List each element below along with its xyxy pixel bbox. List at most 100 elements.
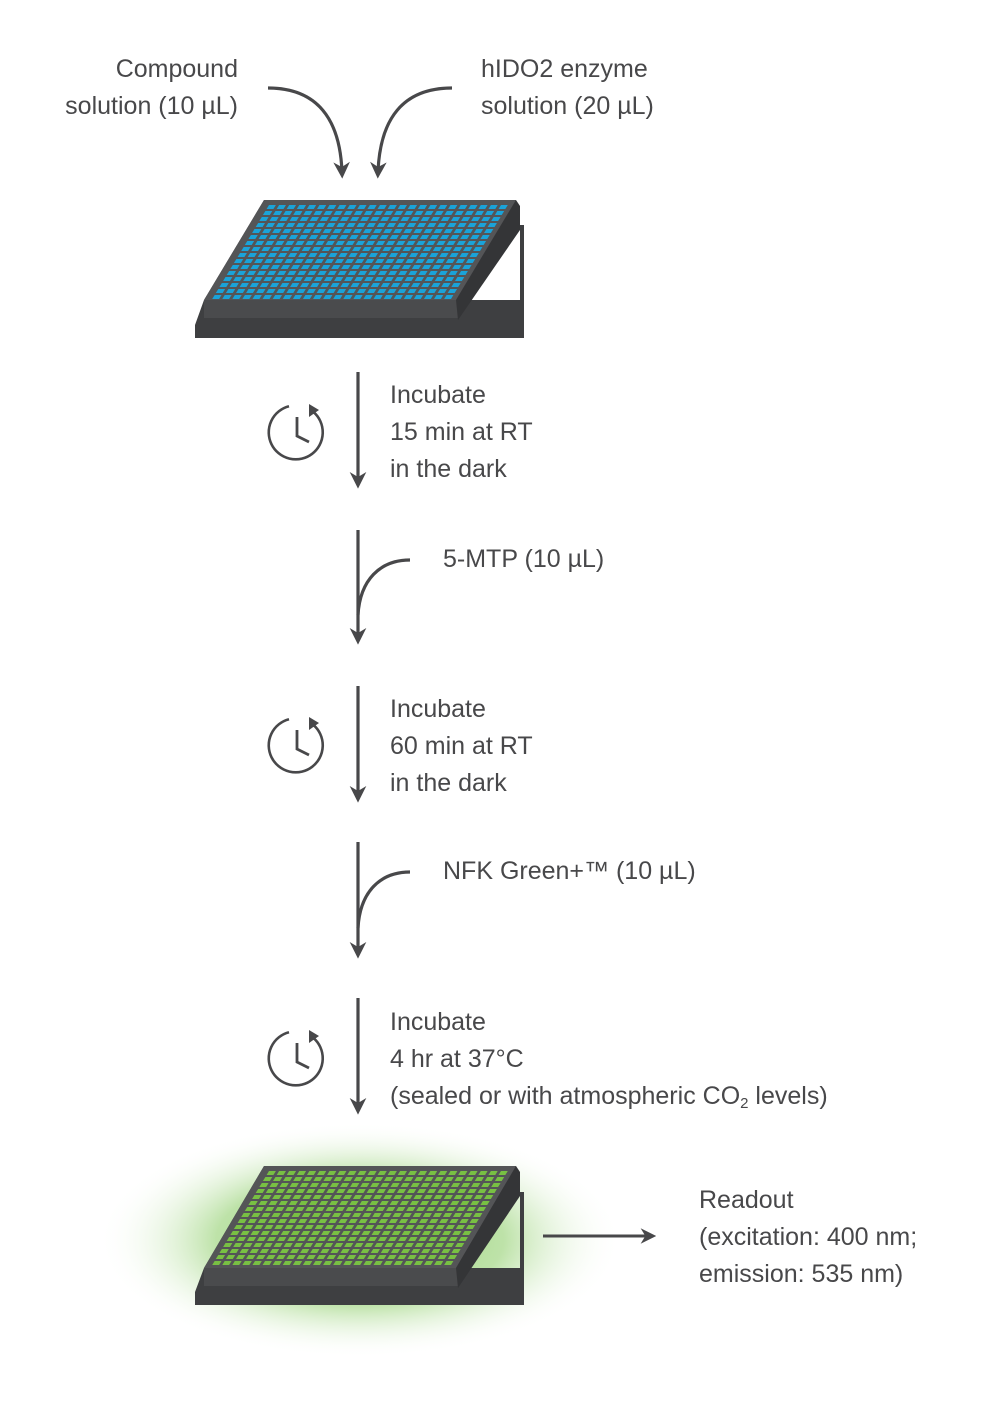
well [278,235,288,239]
well [488,205,498,209]
well [437,1255,447,1259]
well [310,1249,320,1253]
well [444,1243,455,1247]
arrow-add-2-curve [356,870,411,929]
well [440,1183,451,1187]
well [322,229,332,233]
well [380,1249,391,1253]
well [313,277,324,281]
well [270,265,280,269]
well [324,1225,334,1229]
well [367,289,377,293]
well [411,1249,421,1253]
well [383,229,393,233]
well [346,223,356,227]
well [400,283,411,287]
well [455,277,465,281]
well [222,1261,232,1265]
readout-line1: Readout [699,1186,794,1214]
well [478,1171,488,1175]
well [463,1195,474,1199]
well [430,1183,441,1187]
well [240,1231,250,1235]
well [434,1243,445,1247]
well [360,1249,370,1253]
well [262,1177,273,1181]
well [271,247,281,251]
well [458,271,468,275]
well [452,1231,462,1235]
well [321,265,331,269]
well [383,1195,393,1199]
well [321,247,332,251]
well [438,205,448,209]
well [316,223,326,227]
well [323,277,334,281]
well [267,1219,278,1223]
well [413,295,424,299]
well [286,1255,296,1259]
well [332,229,343,233]
well [285,241,295,245]
well [226,1237,236,1241]
well [249,1249,259,1253]
well [311,247,322,251]
well [427,1255,437,1259]
well [277,1237,287,1241]
well [290,265,301,269]
well [395,259,405,263]
well [421,265,432,269]
well [254,259,264,263]
well [285,1189,296,1193]
well [498,1171,508,1175]
well [364,1243,374,1247]
well [308,1219,318,1223]
well [313,1177,323,1181]
well [439,1219,449,1223]
well [423,295,434,299]
well [473,247,483,251]
well [300,283,310,287]
well [259,283,270,287]
well [476,1207,487,1211]
well [355,1207,366,1211]
enzyme-label: hIDO2 enzyme solution (20 µL) [481,51,654,125]
well [347,271,357,275]
well [364,277,374,281]
compound-label-line1: Compound [115,55,238,83]
well [445,259,455,263]
readout-label: Readout (excitation: 400 nm; emission: 5… [699,1182,917,1293]
well [420,1183,430,1187]
well [424,277,435,281]
well [302,229,312,233]
well [304,259,314,263]
well [296,205,307,209]
well [444,295,454,299]
well [283,211,293,215]
well [446,1207,456,1211]
well [433,229,443,233]
well [376,223,386,227]
well [401,1231,412,1235]
well [236,271,247,275]
well [350,217,360,221]
well [268,1201,278,1205]
incubate-step-1-line3: in the dark [390,455,507,483]
well [317,1171,327,1175]
well [273,1243,283,1247]
well [365,1207,376,1211]
readout-line3: emission: 535 nm) [699,1260,904,1288]
well [352,247,362,251]
well [328,253,338,257]
well [230,265,240,269]
well [338,1219,348,1223]
well [417,1255,427,1259]
well [442,1213,453,1217]
well [473,229,484,233]
well [346,289,357,293]
well [319,1201,329,1205]
well [365,259,375,263]
well [491,1183,501,1187]
well [278,1201,288,1205]
well [306,1171,317,1175]
